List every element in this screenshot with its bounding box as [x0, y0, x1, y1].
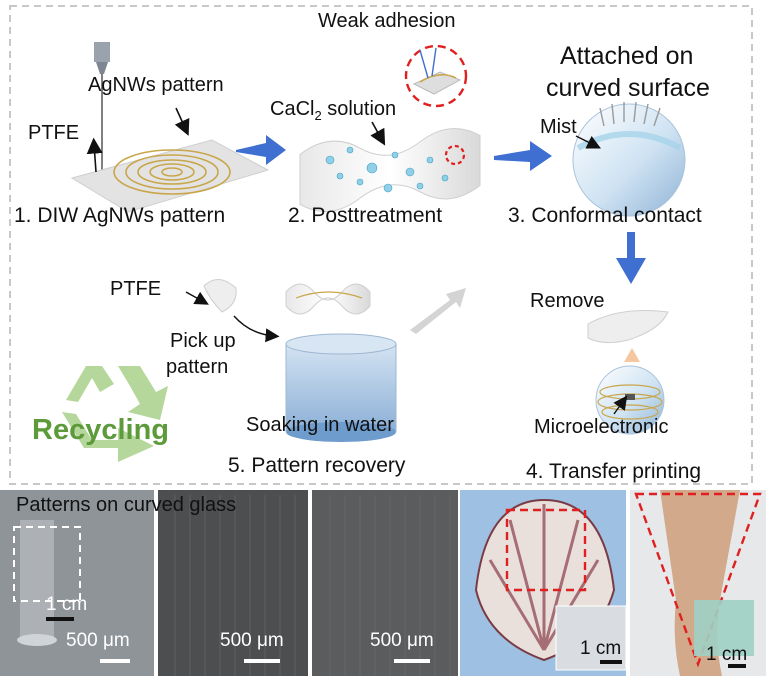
recycling-label: Recycling	[32, 414, 169, 446]
recovered-pattern	[285, 283, 371, 315]
arrow-step1-step2	[236, 135, 286, 165]
step5-label: 5. Pattern recovery	[228, 454, 406, 477]
remove-label: Remove	[530, 290, 605, 312]
panel3-um-bar	[394, 659, 430, 663]
panel1-dashed-box	[13, 526, 81, 602]
panel1-scale-um: 500 μm	[66, 630, 130, 651]
agnws-spiral	[113, 149, 231, 195]
weak-adhesion-zoom	[404, 44, 468, 108]
water-beaker	[285, 333, 397, 442]
shell-photo	[474, 498, 627, 671]
wavy-sheet	[299, 127, 481, 213]
attached-line1: Attached on	[560, 42, 694, 70]
cacl2-label: CaCl2 solution	[270, 98, 397, 123]
panel2-um-bar	[244, 659, 280, 663]
recycle-icon	[62, 366, 168, 462]
frame-border	[9, 5, 753, 485]
panel4-cm-bar	[600, 660, 622, 664]
ptfe-bottom-pointer	[185, 291, 209, 305]
photo-panel-2	[158, 490, 308, 676]
photo-panel-3	[312, 490, 458, 676]
panel5-scale-cm: 1 cm	[706, 644, 748, 665]
pick-up-line1: Pick up	[170, 330, 236, 352]
ptfe-pointer	[86, 137, 103, 173]
agnws-pattern-label: AgNWs pattern	[88, 74, 224, 96]
small-highlight-circle	[444, 144, 466, 166]
weak-adhesion-label: Weak adhesion	[318, 10, 456, 32]
removed-ptfe-film	[587, 310, 669, 344]
panel2-scale-um: 500 μm	[220, 630, 284, 651]
pick-up-line2: pattern	[166, 356, 229, 378]
arrow-step3-step4	[616, 232, 646, 284]
remove-arrow	[624, 348, 640, 362]
panel3-scale-um: 500 μm	[370, 630, 434, 651]
panel1-cm-bar	[46, 617, 74, 621]
panel5-cm-bar	[728, 664, 746, 668]
cacl2-droplets	[325, 146, 449, 193]
arrow-step2-step3	[494, 141, 552, 171]
soaking-label: Soaking in water	[246, 414, 394, 436]
agnws-pointer	[174, 107, 190, 136]
mist-arrows	[599, 101, 661, 127]
panel4-scale-cm: 1 cm	[580, 638, 622, 659]
panel1-scale-cm: 1 cm	[46, 594, 88, 615]
mist-pointer	[575, 135, 602, 149]
chip-pointer	[613, 395, 628, 415]
photo-caption: Patterns on curved glass	[16, 494, 237, 516]
cacl2-pointer	[370, 121, 386, 146]
curved-sphere	[572, 103, 686, 217]
ptfe-top-label: PTFE	[28, 122, 80, 144]
dispense-nozzle	[94, 42, 110, 178]
microelectronic-label: Microelectronic	[534, 416, 669, 438]
ptfe-film-bottom	[203, 279, 237, 313]
pick-up-pointer	[233, 315, 280, 343]
step1-label: 1. DIW AgNWs pattern	[14, 204, 226, 227]
attached-line2: curved surface	[546, 74, 710, 102]
arrow-step4-step5	[410, 288, 466, 334]
panel1-um-bar	[100, 659, 130, 663]
step2-label: 2. Posttreatment	[288, 204, 443, 227]
step4-label: 4. Transfer printing	[526, 460, 702, 483]
ptfe-bottom-label: PTFE	[110, 278, 162, 300]
mist-label: Mist	[540, 116, 577, 138]
microelectronic-chip	[625, 394, 635, 400]
step3-label: 3. Conformal contact	[508, 204, 702, 227]
leg-photo	[634, 490, 762, 676]
